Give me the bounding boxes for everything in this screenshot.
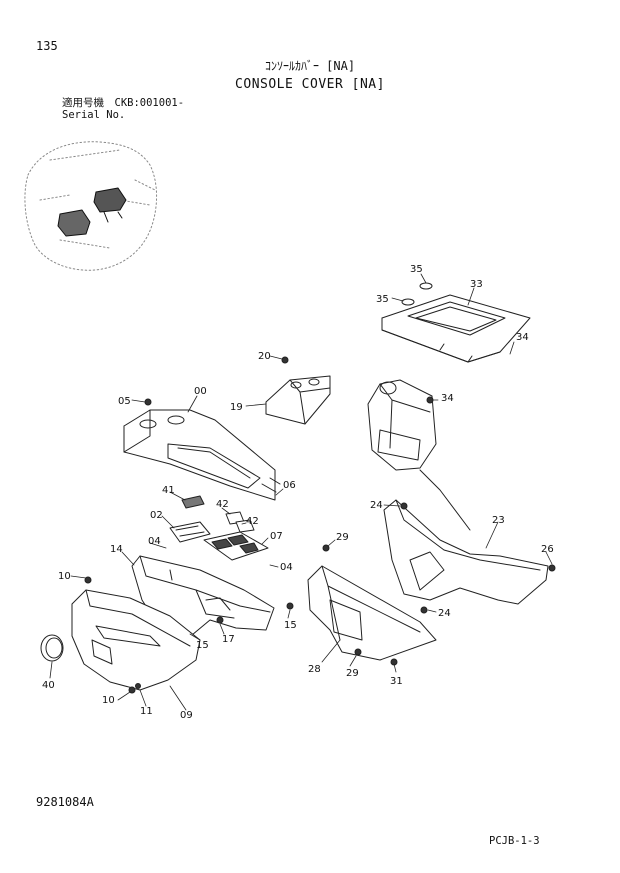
callout-14: 14	[110, 544, 123, 555]
part-42-caps	[225, 511, 255, 533]
callout-02: 02	[150, 510, 163, 521]
callout-20: 20	[258, 351, 271, 362]
page-title: CONSOLE COVER [NA]	[235, 77, 385, 92]
callout-00: 00	[194, 386, 207, 397]
part-33-top-cover	[381, 282, 531, 363]
part-07-switch-panel	[203, 531, 269, 561]
page-number: 135	[36, 39, 58, 53]
callout-34: 34	[441, 393, 454, 404]
serial-label-japanese: 適用号機 CKB:001001-	[62, 97, 185, 109]
callout-04: 04	[280, 562, 293, 573]
leader-lines	[49, 273, 553, 711]
callout-42: 42	[216, 499, 229, 510]
callout-42: 42	[246, 516, 259, 527]
callout-19: 19	[230, 402, 243, 413]
callout-29: 29	[346, 668, 359, 679]
callout-15: 15	[196, 640, 209, 651]
serial-label: Serial No.	[62, 109, 126, 121]
callout-23: 23	[492, 515, 505, 526]
part-02-switch-panel	[169, 521, 211, 543]
callout-10: 10	[102, 695, 115, 706]
callout-11: 11	[140, 706, 153, 717]
callout-35: 35	[410, 264, 423, 275]
callout-15: 15	[284, 620, 297, 631]
part-23-side-cover	[383, 499, 556, 614]
part-09-outer-cover	[71, 576, 201, 694]
part-19-bracket	[265, 356, 331, 425]
callout-26: 26	[541, 544, 554, 555]
callout-33: 33	[470, 279, 483, 290]
callout-29: 29	[336, 532, 349, 543]
callout-35: 35	[376, 294, 389, 305]
callout-06: 06	[283, 480, 296, 491]
callout-05: 05	[118, 396, 131, 407]
callout-40: 40	[42, 680, 55, 691]
page-code: PCJB-1-3	[489, 835, 540, 847]
document-number: 9281084A	[36, 795, 94, 809]
title-japanese: ｺﾝｿｰﾙｶﾊﾞｰ [NA]	[264, 59, 356, 73]
callout-41: 41	[162, 485, 175, 496]
callout-labels: 35 35 33 34 20 19 05 00 06 34 41 42 42 0…	[42, 264, 554, 721]
callout-17: 17	[222, 634, 235, 645]
part-34-console-assembly	[367, 379, 471, 531]
part-41-cover	[181, 495, 205, 509]
callout-31: 31	[390, 676, 403, 687]
callout-34: 34	[516, 332, 529, 343]
callout-07: 07	[270, 531, 283, 542]
locator-console-icon	[57, 187, 127, 237]
callout-04: 04	[148, 536, 161, 547]
callout-24: 24	[370, 500, 383, 511]
part-00-console-body	[123, 398, 281, 501]
part-40-cap	[40, 634, 64, 662]
callout-28: 28	[308, 664, 321, 675]
callout-10: 10	[58, 571, 71, 582]
callout-24: 24	[438, 608, 451, 619]
part-28-cover	[307, 544, 437, 666]
callout-09: 09	[180, 710, 193, 721]
locator-thumbnail	[24, 141, 158, 271]
